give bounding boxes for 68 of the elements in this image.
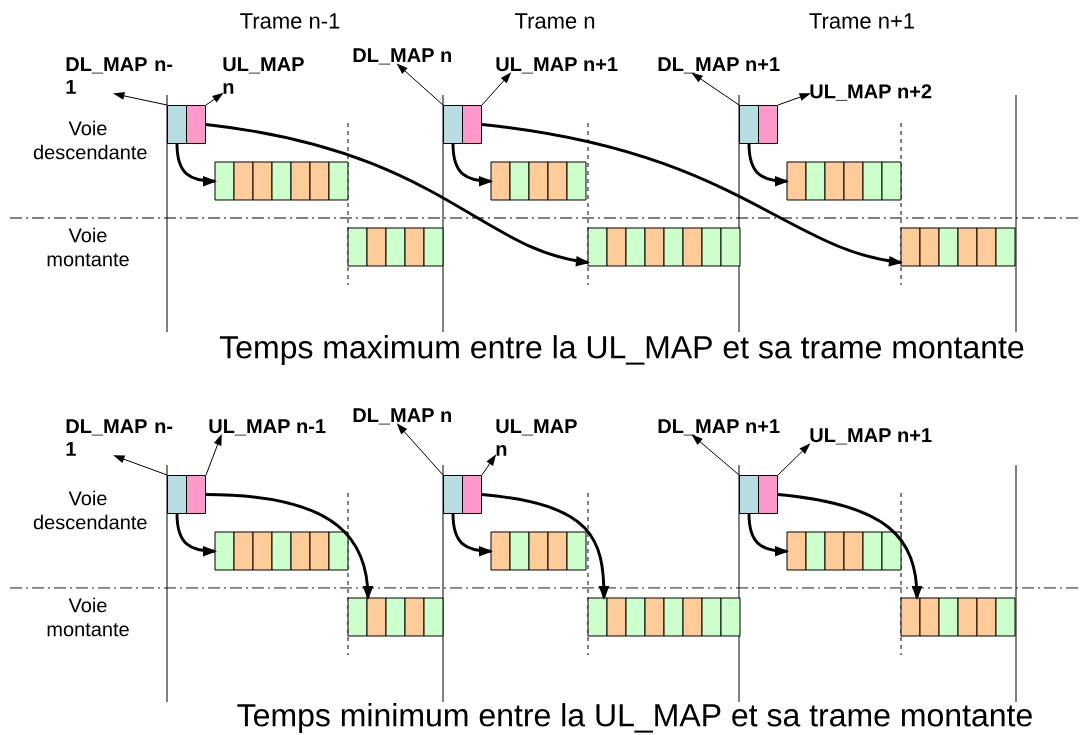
burst-bar	[900, 597, 1016, 637]
burst-bar	[587, 227, 741, 267]
arrow	[481, 493, 610, 600]
burst-bar	[347, 227, 444, 267]
map-cell	[167, 475, 187, 514]
arrow	[747, 513, 789, 557]
arrow	[451, 143, 493, 187]
leader-line	[481, 72, 512, 106]
map-cell	[186, 105, 206, 144]
leader-line	[396, 423, 444, 476]
map-label: UL_MAP n-1	[209, 419, 326, 436]
leader-line	[113, 455, 168, 476]
burst-bar	[587, 597, 741, 637]
map-cell	[758, 475, 778, 514]
map-label: DL_MAP n	[353, 408, 451, 425]
map-label: DL_MAP n	[353, 48, 451, 65]
leader-line	[205, 92, 224, 106]
map-label: UL_MAP n+1	[810, 428, 932, 445]
burst-bar	[490, 531, 587, 571]
map-label: UL_MAP n+2	[810, 84, 932, 101]
arrow	[205, 493, 374, 600]
frame-title: Trame n	[514, 13, 595, 29]
burst-bar	[490, 161, 587, 201]
channel-label: Voie montante	[47, 227, 129, 267]
arrow	[205, 123, 590, 267]
map-cell	[443, 475, 463, 514]
leader-line	[691, 72, 740, 106]
arrow	[481, 123, 903, 267]
arrow	[175, 143, 217, 187]
map-cell	[462, 105, 482, 144]
leader-line	[481, 454, 497, 476]
arrow	[175, 513, 217, 557]
frame-title: Trame n+1	[809, 13, 914, 29]
map-label: DL_MAP n-1	[66, 419, 173, 456]
arrow	[451, 513, 493, 557]
map-cell	[739, 105, 759, 144]
channel-label: Voie descendante	[33, 490, 147, 530]
burst-bar	[786, 161, 902, 201]
leader-line	[396, 63, 444, 106]
map-label: DL_MAP n+1	[658, 419, 780, 436]
burst-bar	[214, 161, 349, 201]
map-label: DL_MAP n+1	[658, 57, 780, 74]
map-cell	[739, 475, 759, 514]
burst-bar	[786, 531, 902, 571]
channel-label: Voie descendante	[33, 120, 147, 160]
map-cell	[443, 105, 463, 144]
map-cell	[462, 475, 482, 514]
leader-line	[113, 92, 168, 106]
map-cell	[758, 105, 778, 144]
leader-line	[205, 433, 222, 476]
burst-bar	[214, 531, 349, 571]
caption: Temps maximum entre la UL_MAP et sa trame montante	[219, 335, 1024, 365]
map-label: DL_MAP n-1	[66, 57, 173, 94]
burst-bar	[900, 227, 1016, 267]
channel-label: Voie montante	[47, 597, 129, 637]
burst-bar	[347, 597, 444, 637]
map-cell	[167, 105, 187, 144]
arrow	[747, 143, 789, 187]
leader-line	[777, 443, 811, 476]
caption: Temps minimum entre la UL_MAP et sa trame montante	[237, 703, 1032, 733]
map-cell	[186, 475, 206, 514]
arrow	[777, 493, 923, 600]
leader-line	[691, 434, 740, 476]
leader-line	[777, 93, 811, 106]
frame-title: Trame n-1	[240, 13, 340, 29]
map-label: UL_MAP n	[223, 57, 304, 94]
map-label: UL_MAP n+1	[496, 57, 618, 74]
map-label: UL_MAP n	[496, 419, 577, 456]
